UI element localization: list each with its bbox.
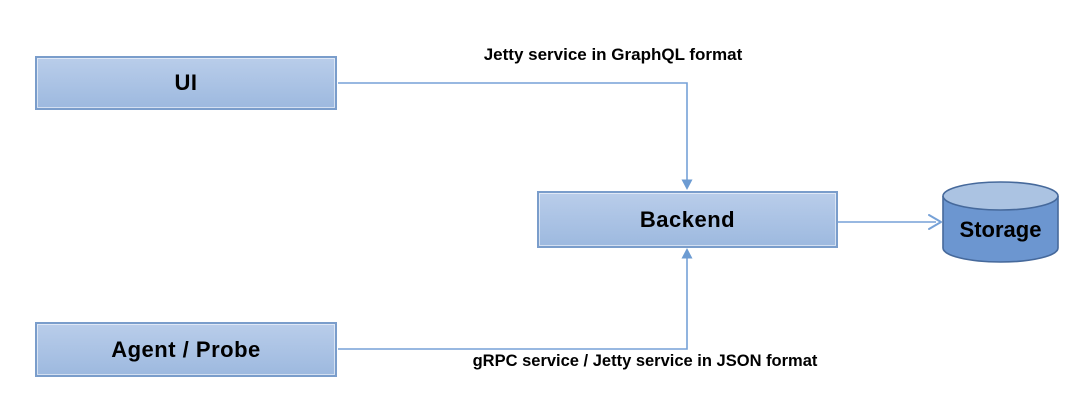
cylinder-body <box>942 196 1059 263</box>
node-ui: UI <box>35 56 337 110</box>
node-ui-label: UI <box>174 70 198 95</box>
node-storage-label: Storage <box>943 204 1058 256</box>
node-agent-probe: Agent / Probe <box>35 322 337 377</box>
edge-label-ui-backend: Jetty service in GraphQL format <box>483 45 743 64</box>
node-backend-label: Backend <box>639 206 736 232</box>
storage-label-text: Storage <box>959 217 1042 242</box>
edge-label-agent-backend: gRPC service / Jetty service in JSON for… <box>472 352 818 370</box>
database-cylinder-icon <box>942 181 1059 263</box>
node-backend: Backend <box>537 191 838 248</box>
connector-agent-backend <box>338 256 688 350</box>
arrowhead-ui-backend-icon <box>681 179 693 190</box>
node-agent-probe-label: Agent / Probe <box>111 336 261 362</box>
arrowhead-backend-storage-icon <box>928 214 942 230</box>
cylinder-top <box>942 181 1059 211</box>
connector-ui-backend <box>338 82 688 182</box>
arrowhead-agent-backend-icon <box>681 248 693 259</box>
